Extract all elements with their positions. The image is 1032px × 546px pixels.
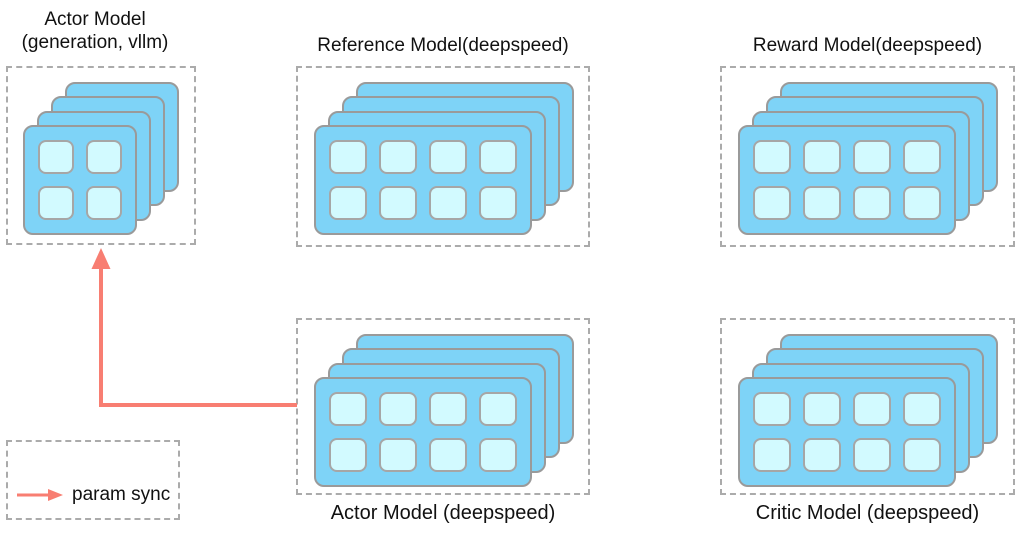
gpu-cell xyxy=(329,392,367,426)
gpu-cell xyxy=(38,140,74,174)
gpu-cell xyxy=(853,140,891,174)
gpu-card-stack xyxy=(8,68,194,243)
gpu-card xyxy=(738,125,956,235)
gpu-cell xyxy=(329,140,367,174)
gpu-card-stack xyxy=(722,320,1013,493)
node-title-line1: Actor Model xyxy=(44,9,146,30)
node-box-actor-vllm xyxy=(6,66,196,245)
gpu-cell xyxy=(479,140,517,174)
gpu-cell xyxy=(853,186,891,220)
legend-label: param sync xyxy=(72,484,171,505)
gpu-cell xyxy=(903,392,941,426)
gpu-cell xyxy=(479,186,517,220)
gpu-card-stack xyxy=(298,320,588,493)
gpu-cell xyxy=(379,186,417,220)
gpu-cell xyxy=(429,140,467,174)
param-sync-arrow-icon xyxy=(17,489,63,501)
node-title-reference-model: Reference Model(deepspeed) xyxy=(317,35,569,56)
gpu-card xyxy=(738,377,956,487)
node-box-reward-model xyxy=(720,66,1015,247)
legend-box: param sync xyxy=(6,440,180,520)
gpu-cell xyxy=(803,140,841,174)
node-title-actor-deepspeed: Actor Model (deepspeed) xyxy=(330,502,556,524)
gpu-card-stack xyxy=(722,68,1013,245)
gpu-cell xyxy=(903,438,941,472)
gpu-cell xyxy=(803,392,841,426)
node-title-reward-model: Reward Model(deepspeed) xyxy=(752,35,983,56)
gpu-cell xyxy=(853,438,891,472)
gpu-card xyxy=(314,377,532,487)
gpu-cell xyxy=(38,186,74,220)
gpu-cell xyxy=(479,438,517,472)
param-sync-arrowhead-icon xyxy=(91,248,111,269)
gpu-card xyxy=(23,125,137,235)
gpu-cell xyxy=(379,392,417,426)
gpu-card-stack xyxy=(298,68,588,245)
node-title-actor-vllm: Actor Model (generation, vllm) xyxy=(0,8,190,54)
gpu-cell xyxy=(429,438,467,472)
gpu-card xyxy=(314,125,532,235)
node-box-reference-model xyxy=(296,66,590,247)
node-box-actor-deepspeed xyxy=(296,318,590,495)
gpu-cell xyxy=(753,140,791,174)
node-title-critic-model: Critic Model (deepspeed) xyxy=(755,502,980,524)
gpu-cell xyxy=(329,186,367,220)
node-title-line2: (generation, vllm) xyxy=(21,32,169,53)
legend-row: param sync xyxy=(16,484,170,506)
gpu-cell xyxy=(86,186,122,220)
param-sync-arrow-line xyxy=(99,266,297,407)
gpu-cell xyxy=(903,140,941,174)
gpu-cell xyxy=(429,186,467,220)
gpu-cell xyxy=(753,186,791,220)
gpu-cell xyxy=(429,392,467,426)
gpu-cell xyxy=(753,438,791,472)
gpu-cell xyxy=(86,140,122,174)
gpu-cell xyxy=(753,392,791,426)
gpu-cell xyxy=(379,438,417,472)
gpu-cell xyxy=(329,438,367,472)
gpu-cell xyxy=(803,186,841,220)
gpu-cell xyxy=(379,140,417,174)
gpu-cell xyxy=(853,392,891,426)
node-box-critic-model xyxy=(720,318,1015,495)
gpu-cell xyxy=(803,438,841,472)
gpu-cell xyxy=(903,186,941,220)
gpu-cell xyxy=(479,392,517,426)
